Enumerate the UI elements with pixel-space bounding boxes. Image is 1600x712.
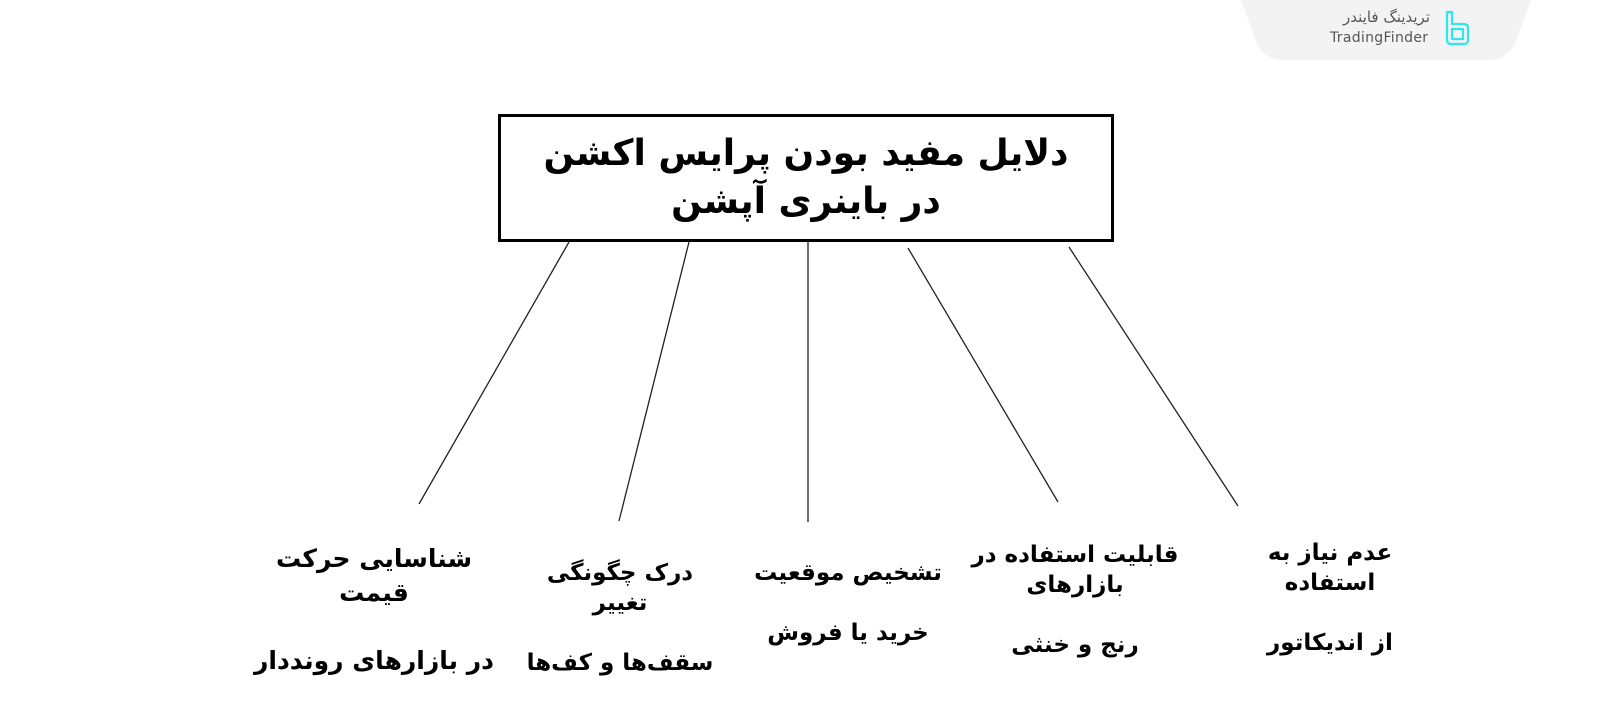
root-title-line-1: دلایل مفید بودن پرایس اکشن (543, 133, 1069, 174)
branch-3-line-2: خرید یا فروش (767, 620, 929, 646)
branch-node-5: عدم نیاز به استفاده از اندیکاتور (1225, 508, 1435, 688)
branch-3-line-1: تشخیص موقعیت (754, 560, 942, 586)
branch-1-line-2: در بازارهای رونددار (254, 646, 494, 675)
branch-node-4: قابلیت استفاده در بازارهای رنج و خنثی (950, 510, 1200, 690)
branch-node-2: درک چگونگی تغییر سقف‌ها و کف‌ها (520, 528, 720, 708)
branch-node-3: تشخیص موقعیت خرید یا فروش (748, 528, 948, 678)
branch-4-line-2: رنج و خنثی (1011, 632, 1139, 658)
branch-1-line-1: شناسایی حرکت قیمت (275, 544, 473, 607)
root-title-line-2: در باینری آپشن (671, 181, 941, 222)
logo-text-persian: تریدینگ فایندر (1343, 8, 1430, 26)
connector-line-5 (1068, 246, 1239, 507)
branch-5-line-2: از اندیکاتور (1267, 630, 1393, 656)
root-title: دلایل مفید بودن پرایس اکشن در باینری آپش… (543, 130, 1068, 226)
branch-2-line-1: درک چگونگی تغییر (546, 560, 694, 616)
branch-2-line-2: سقف‌ها و کف‌ها (526, 650, 714, 676)
logo-text-english: TradingFinder (1330, 30, 1429, 46)
tradingfinder-logo-icon (1444, 10, 1470, 50)
connector-line-1 (418, 241, 570, 505)
branch-node-1: شناسایی حرکت قیمت در بازارهای رونددار (244, 508, 504, 712)
branch-4-line-1: قابلیت استفاده در بازارهای (971, 542, 1179, 598)
connector-line-2 (618, 241, 690, 522)
root-node: دلایل مفید بودن پرایس اکشن در باینری آپش… (498, 114, 1114, 242)
branch-5-line-1: عدم نیاز به استفاده (1267, 540, 1393, 596)
connector-line-4 (907, 247, 1059, 503)
logo-background (1268, 0, 1504, 60)
